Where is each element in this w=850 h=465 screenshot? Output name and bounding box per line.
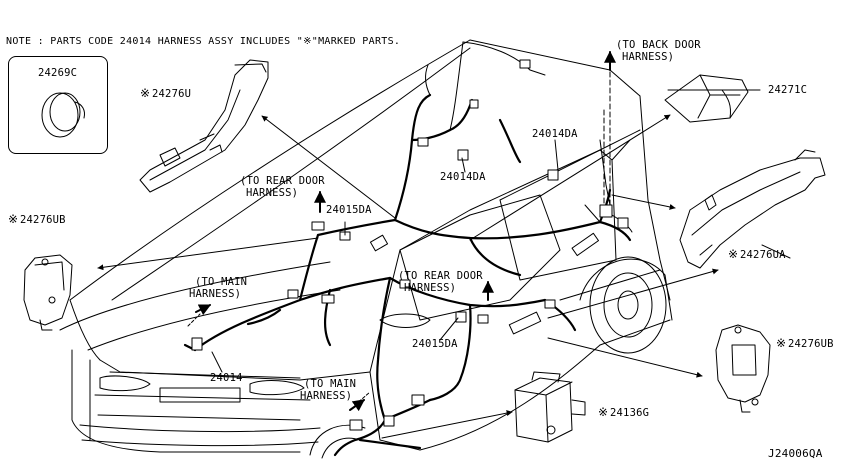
leader-arrows bbox=[97, 50, 791, 439]
mark-24276U: ※ bbox=[140, 86, 151, 100]
label-24015DA-upper: 24015DA bbox=[326, 204, 372, 216]
part-24276U-bracket bbox=[139, 59, 269, 193]
part-24136G-module bbox=[514, 371, 586, 443]
mark-24136G: ※ bbox=[598, 405, 609, 419]
note-text: NOTE : PARTS CODE 24014 HARNESS ASSY INC… bbox=[6, 36, 401, 47]
callout-main-a-line2: HARNESS) bbox=[189, 288, 242, 300]
diagram-id: J24006QA bbox=[768, 447, 823, 460]
label-24014DA-top: 24014DA bbox=[532, 128, 578, 140]
label-24276UB-right: 24276UB bbox=[788, 338, 834, 350]
callout-back-door-line1: (TO BACK DOOR bbox=[616, 39, 701, 51]
inset-box bbox=[8, 56, 108, 154]
mark-24276UA: ※ bbox=[728, 247, 739, 261]
part-24276UA-bracket bbox=[679, 149, 826, 269]
callout-rear-door-a-line1: (TO REAR DOOR bbox=[240, 175, 325, 187]
callout-rear-door-b-line1: (TO REAR DOOR bbox=[398, 270, 483, 282]
callout-back-door-line2: HARNESS) bbox=[622, 51, 675, 63]
mark-24276UB-left: ※ bbox=[8, 212, 19, 226]
part-24271C-cover bbox=[664, 74, 749, 123]
main-harness bbox=[183, 93, 632, 457]
callout-main-b-line1: (TO MAIN bbox=[304, 378, 357, 390]
mark-24276UB-right: ※ bbox=[776, 336, 787, 350]
label-24136G: 24136G bbox=[610, 407, 650, 419]
label-24276UA: 24276UA bbox=[740, 249, 786, 261]
callout-main-b-line2: HARNESS) bbox=[300, 390, 353, 402]
callout-rear-door-a-line2: HARNESS) bbox=[246, 187, 299, 199]
part-24276UB-right bbox=[715, 324, 771, 413]
connectors bbox=[191, 59, 629, 431]
part-24276UB-left bbox=[23, 254, 73, 331]
car-body-outline bbox=[59, 39, 673, 459]
part-24269C-clip bbox=[41, 92, 85, 138]
label-24276U: 24276U bbox=[152, 88, 192, 100]
label-24269C: 24269C bbox=[38, 67, 78, 79]
label-24015DA-lower: 24015DA bbox=[412, 338, 458, 350]
label-24271C: 24271C bbox=[768, 84, 808, 96]
label-24014: 24014 bbox=[210, 372, 243, 384]
callout-rear-door-b-line2: HARNESS) bbox=[404, 282, 457, 294]
label-24276UB-left: 24276UB bbox=[20, 214, 66, 226]
callout-main-a-line1: (TO MAIN bbox=[195, 276, 248, 288]
label-24014DA-mid: 24014DA bbox=[440, 171, 486, 183]
